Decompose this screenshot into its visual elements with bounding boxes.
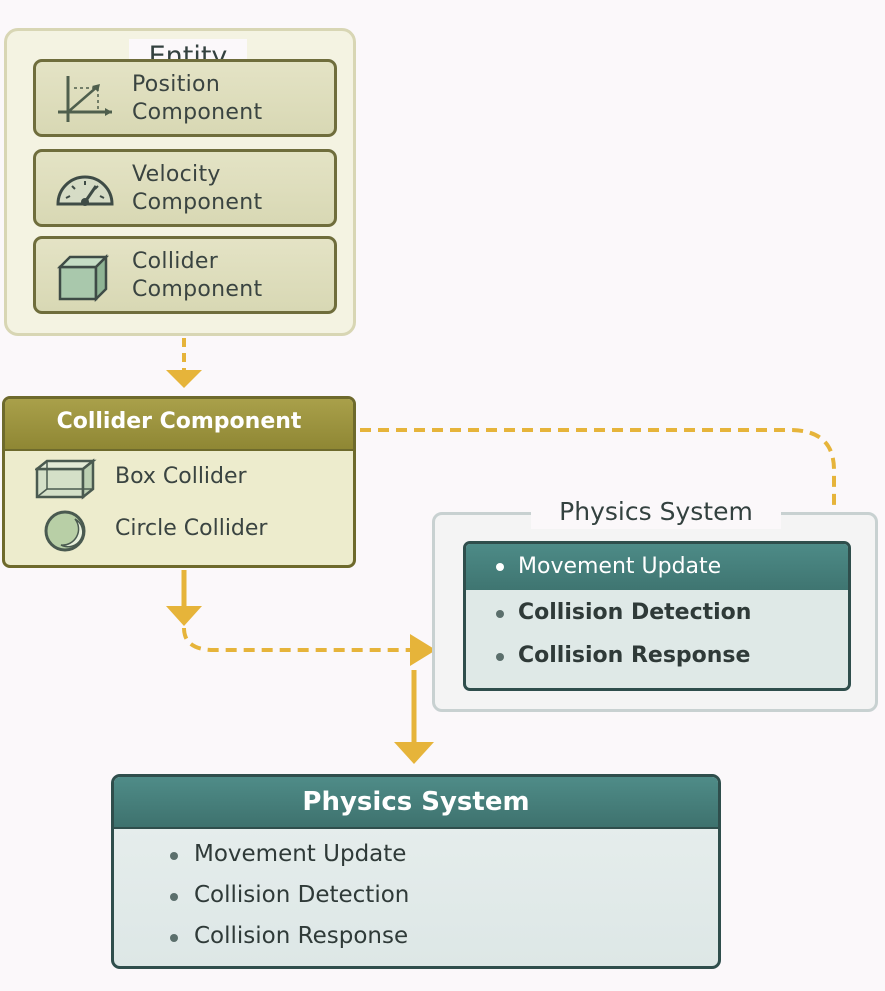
physics-side-header-label: Movement Update <box>518 554 722 579</box>
physics-main-item-movement-update: Movement Update <box>170 841 406 867</box>
collider-component-line2: Component <box>132 277 263 302</box>
bullet-icon <box>170 893 178 901</box>
physics-system-main-title: Physics System <box>114 777 718 829</box>
position-component-line1: Position <box>132 72 221 97</box>
velocity-component-line1: Velocity <box>132 162 221 187</box>
physics-system-main-box: Physics System Movement Update Collision… <box>111 774 721 969</box>
position-component: Position Component <box>33 59 337 137</box>
collider-to-physics-side-arrow <box>182 627 436 666</box>
cube-icon <box>56 253 110 303</box>
collider-down-arrow <box>166 570 202 626</box>
physics-to-main-arrow <box>394 670 434 764</box>
physics-side-item-collision-detection: Collision Detection <box>496 600 751 625</box>
box-collider-icon <box>35 458 97 500</box>
velocity-component: Velocity Component <box>33 149 337 227</box>
position-component-line2: Component <box>132 100 263 125</box>
physics-main-item-collision-response: Collision Response <box>170 923 408 949</box>
bullet-icon <box>496 653 504 661</box>
collider-component-item-label: Collider Component <box>132 248 262 304</box>
entity-to-collider-arrow <box>166 338 202 388</box>
physics-system-side-group: Physics System Movement Update Collision… <box>432 495 878 712</box>
bullet-icon <box>496 563 504 571</box>
circle-collider-label: Circle Collider <box>115 516 268 541</box>
physics-side-item-collision-response: Collision Response <box>496 643 750 668</box>
physics-main-item-label: Collision Detection <box>194 882 410 908</box>
circle-collider-icon <box>44 510 86 552</box>
physics-main-item-collision-detection: Collision Detection <box>170 882 409 908</box>
box-collider-item: Box Collider <box>35 457 345 501</box>
physics-system-side-panel: Movement Update Collision Detection Coll… <box>463 541 851 691</box>
collider-component-box: Collider Component Box Collider Circle C… <box>2 396 356 568</box>
physics-main-item-label: Collision Response <box>194 923 409 949</box>
physics-side-header-item: Movement Update <box>466 544 848 590</box>
physics-main-item-label: Movement Update <box>194 841 407 867</box>
position-component-label: Position Component <box>132 71 262 127</box>
box-collider-label: Box Collider <box>115 464 247 489</box>
collider-component-title: Collider Component <box>5 399 353 451</box>
circle-collider-item: Circle Collider <box>35 509 345 553</box>
velocity-component-line2: Component <box>132 190 263 215</box>
bullet-icon <box>496 610 504 618</box>
axes-graph-icon <box>58 76 112 122</box>
bullet-icon <box>170 852 178 860</box>
physics-system-side-title: Physics System <box>531 495 781 529</box>
entity-group: Entity Position Component Veloc <box>4 28 356 336</box>
physics-side-item-label: Collision Detection <box>518 600 752 625</box>
speedometer-icon <box>56 175 114 206</box>
collider-component-line1: Collider <box>132 249 219 274</box>
physics-side-item-label: Collision Response <box>518 643 751 668</box>
velocity-component-label: Velocity Component <box>132 161 262 217</box>
collider-component-item: Collider Component <box>33 236 337 314</box>
bullet-icon <box>170 934 178 942</box>
